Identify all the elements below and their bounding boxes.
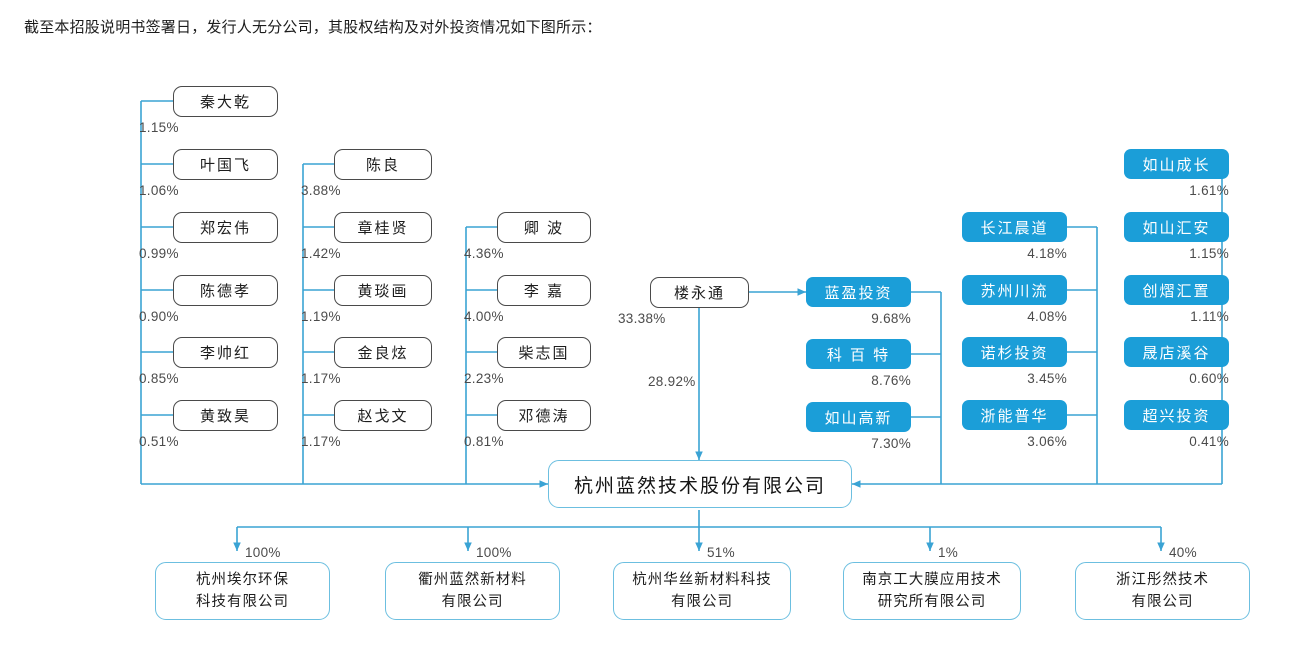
subsidiary-pct: 51%	[707, 545, 735, 560]
institution-box[interactable]: 创熠汇置	[1124, 275, 1229, 305]
shareholder-pct: 1.19%	[301, 309, 341, 324]
subsidiary-box[interactable]: 南京工大膜应用技术 研究所有限公司	[843, 562, 1021, 620]
institution-pct: 4.18%	[1027, 246, 1067, 261]
shareholder-box[interactable]: 秦大乾	[173, 86, 278, 117]
institution-pct: 3.45%	[1027, 371, 1067, 386]
shareholder-pct: 4.36%	[464, 246, 504, 261]
institution-pct: 4.08%	[1027, 309, 1067, 324]
institution-box[interactable]: 浙能普华	[962, 400, 1067, 430]
institution-box[interactable]: 超兴投资	[1124, 400, 1229, 430]
shareholder-box[interactable]: 李 嘉	[497, 275, 591, 306]
subsidiary-box[interactable]: 杭州埃尔环保 科技有限公司	[155, 562, 330, 620]
institution-box[interactable]: 苏州川流	[962, 275, 1067, 305]
shareholder-pct: 0.51%	[139, 434, 179, 449]
shareholder-box[interactable]: 章桂贤	[334, 212, 432, 243]
page-caption: 截至本招股说明书签署日，发行人无分公司，其股权结构及对外投资情况如下图所示：	[24, 19, 602, 36]
controlling-shareholder-box[interactable]: 楼永通	[650, 277, 749, 308]
shareholder-box[interactable]: 柴志国	[497, 337, 591, 368]
controller-to-lanying-pct: 33.38%	[618, 311, 666, 326]
shareholder-box[interactable]: 叶国飞	[173, 149, 278, 180]
shareholder-pct: 1.15%	[139, 120, 179, 135]
institution-pct: 1.15%	[1189, 246, 1229, 261]
shareholder-pct: 1.17%	[301, 434, 341, 449]
shareholder-box[interactable]: 金良炫	[334, 337, 432, 368]
subsidiary-pct: 100%	[245, 545, 281, 560]
ownership-diagram: 秦大乾 1.15% 叶国飞 1.06% 郑宏伟 0.99% 陈德孝 0.90% …	[0, 62, 1299, 645]
shareholder-pct: 0.85%	[139, 371, 179, 386]
institution-box[interactable]: 科 百 特	[806, 339, 911, 369]
controller-direct-pct: 28.92%	[648, 374, 696, 389]
institution-pct: 1.11%	[1190, 309, 1229, 324]
shareholder-pct: 0.99%	[139, 246, 179, 261]
institution-box[interactable]: 晟店溪谷	[1124, 337, 1229, 367]
shareholder-box[interactable]: 李帅红	[173, 337, 278, 368]
shareholder-pct: 1.17%	[301, 371, 341, 386]
institution-box[interactable]: 蓝盈投资	[806, 277, 911, 307]
issuer-box[interactable]: 杭州蓝然技术股份有限公司	[548, 460, 852, 508]
shareholder-box[interactable]: 赵戈文	[334, 400, 432, 431]
shareholder-box[interactable]: 陈良	[334, 149, 432, 180]
shareholder-box[interactable]: 陈德孝	[173, 275, 278, 306]
subsidiary-pct: 40%	[1169, 545, 1197, 560]
subsidiary-box[interactable]: 浙江彤然技术 有限公司	[1075, 562, 1250, 620]
shareholder-pct: 0.81%	[464, 434, 504, 449]
shareholder-pct: 2.23%	[464, 371, 504, 386]
institution-box[interactable]: 长江晨道	[962, 212, 1067, 242]
subsidiary-pct: 1%	[938, 545, 959, 560]
institution-box[interactable]: 如山高新	[806, 402, 911, 432]
institution-box[interactable]: 如山成长	[1124, 149, 1229, 179]
subsidiary-box[interactable]: 衢州蓝然新材料 有限公司	[385, 562, 560, 620]
shareholder-pct: 0.90%	[139, 309, 179, 324]
institution-pct: 8.76%	[871, 373, 911, 388]
shareholder-box[interactable]: 黄琰画	[334, 275, 432, 306]
shareholder-box[interactable]: 黄致昊	[173, 400, 278, 431]
institution-box[interactable]: 如山汇安	[1124, 212, 1229, 242]
shareholder-box[interactable]: 郑宏伟	[173, 212, 278, 243]
shareholder-box[interactable]: 卿 波	[497, 212, 591, 243]
shareholder-pct: 1.06%	[139, 183, 179, 198]
institution-box[interactable]: 诺杉投资	[962, 337, 1067, 367]
institution-pct: 3.06%	[1027, 434, 1067, 449]
institution-pct: 0.60%	[1189, 371, 1229, 386]
institution-pct: 0.41%	[1189, 434, 1229, 449]
shareholder-pct: 4.00%	[464, 309, 504, 324]
shareholder-pct: 3.88%	[301, 183, 341, 198]
institution-pct: 1.61%	[1189, 183, 1229, 198]
subsidiary-box[interactable]: 杭州华丝新材料科技 有限公司	[613, 562, 791, 620]
institution-pct: 7.30%	[871, 436, 911, 451]
shareholder-box[interactable]: 邓德涛	[497, 400, 591, 431]
subsidiary-pct: 100%	[476, 545, 512, 560]
shareholder-pct: 1.42%	[301, 246, 341, 261]
institution-pct: 9.68%	[871, 311, 911, 326]
